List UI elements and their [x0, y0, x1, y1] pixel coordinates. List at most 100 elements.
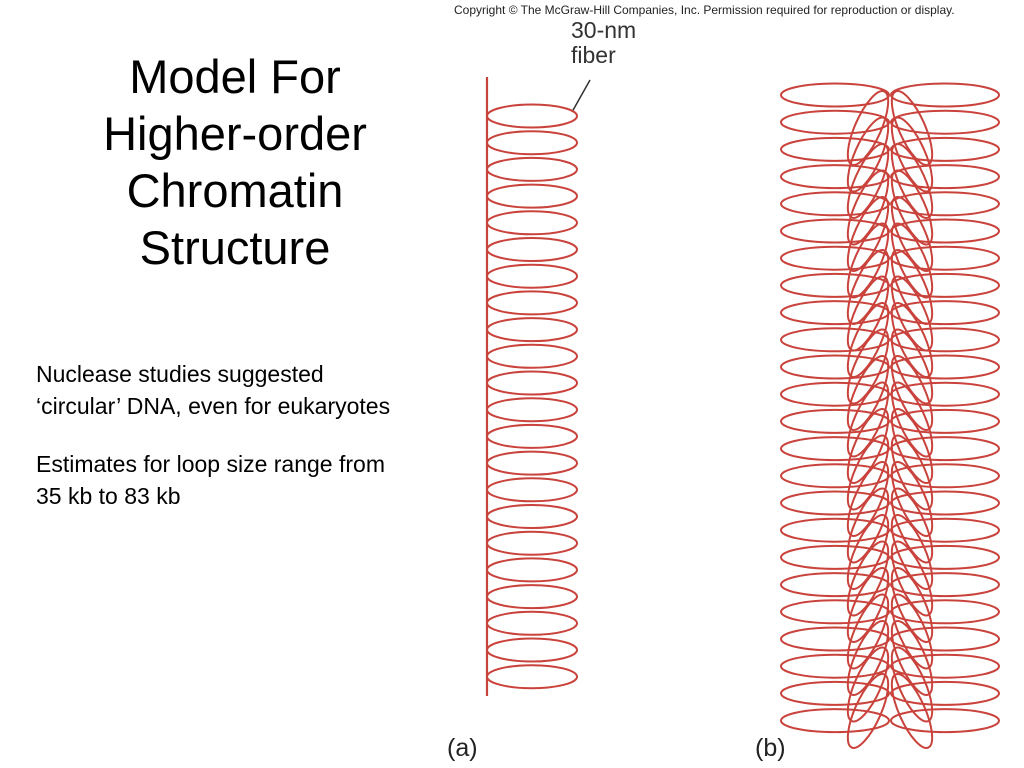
chromatin-loop: [486, 210, 578, 236]
rosette-leaf-right: [890, 90, 934, 166]
rosette-loop-right: [890, 218, 1000, 244]
chromatin-loop: [486, 317, 578, 343]
rosette-leaf-right: [890, 540, 934, 617]
rosette-leaf-right: [890, 514, 934, 590]
rosette-leaf-right: [890, 593, 934, 670]
rosette-leaf-right: [890, 434, 934, 511]
rosette-leaf-left: [846, 328, 890, 405]
rosette-leaf-right: [890, 328, 934, 405]
chromatin-loop: [486, 156, 578, 182]
rosette-leaf-left: [846, 487, 890, 564]
rosette-leaf-left: [846, 169, 890, 246]
rosette-leaf-left: [846, 143, 890, 219]
panel-b-label: (b): [755, 734, 786, 762]
rosette-leaf-right: [890, 408, 934, 484]
chromatin-loop: [486, 477, 578, 503]
fiber-label-line: 30-nm: [571, 17, 637, 43]
body-text: Nuclease studies suggested ‘circular’ DN…: [36, 358, 486, 538]
rosette-loop-left: [780, 626, 890, 652]
rosette-loop-right: [890, 653, 1000, 679]
rosette-leaf-left: [846, 434, 890, 511]
bullet-line: ‘circular’ DNA, even for eukaryotes: [36, 393, 391, 419]
bullet-line: 35 kb to 83 kb: [36, 483, 181, 509]
chromatin-loop: [486, 584, 578, 610]
chromatin-loop: [486, 450, 578, 476]
rosette-leaf-right: [890, 143, 934, 219]
rosette-leaf-left: [846, 249, 890, 325]
rosette-leaf-left: [846, 196, 890, 272]
rosette-leaf-right: [890, 169, 934, 246]
title-line: Model For: [129, 50, 341, 103]
chromatin-loop: [486, 637, 578, 663]
title-line: Chromatin: [126, 164, 344, 217]
rosette-leaf-right: [890, 116, 934, 193]
rosette-leaf-left: [846, 355, 890, 431]
rosette-loop-left: [780, 599, 890, 625]
chromatin-loop: [486, 103, 578, 129]
chromatin-loop: [486, 130, 578, 156]
rosette-leaf-left: [846, 567, 890, 643]
rosette-loop-right: [890, 517, 1000, 543]
rosette-leaf-left: [846, 620, 890, 696]
rosette-leaf-left: [846, 540, 890, 617]
rosette-leaf-right: [890, 196, 934, 272]
rosette-leaf-right: [890, 381, 934, 458]
rosette-leaf-left: [846, 514, 890, 590]
rosette-loop-left: [780, 272, 890, 298]
rosette-loop-left: [780, 191, 890, 217]
rosette-loop-left: [780, 109, 890, 135]
rosette-loop-left: [780, 82, 890, 108]
rosette-leaf-right: [890, 487, 934, 564]
rosette-leaf-left: [846, 461, 890, 537]
rosette-leaf-right: [890, 355, 934, 431]
rosette-loop-right: [890, 680, 1000, 706]
title-line: Higher-order: [103, 107, 367, 160]
rosette-loop-left: [780, 136, 890, 162]
chromatin-loop: [486, 290, 578, 316]
bullet-line: Estimates for loop size range from: [36, 451, 385, 477]
rosette-leaf-left: [846, 116, 890, 193]
rosette-loop-right: [890, 164, 1000, 190]
fiber-pointer-line: [571, 79, 591, 113]
rosette-loop-left: [780, 517, 890, 543]
rosette-leaf-right: [890, 275, 934, 352]
rosette-loop-right: [890, 272, 1000, 298]
chromatin-loop: [486, 504, 578, 529]
rosette-loop-right: [890, 544, 1000, 570]
panel-b-rosette-loops: [780, 82, 1000, 749]
rosette-loop-left: [780, 708, 890, 734]
bullet-loop-size: Estimates for loop size range from 35 kb…: [36, 448, 486, 512]
rosette-leaf-right: [890, 222, 934, 299]
rosette-leaf-right: [890, 673, 934, 749]
rosette-leaf-left: [846, 275, 890, 352]
slide-title: Model For Higher-order Chromatin Structu…: [40, 48, 430, 276]
chromatin-loop: [486, 370, 578, 396]
bullet-nuclease-studies: Nuclease studies suggested ‘circular’ DN…: [36, 358, 486, 422]
rosette-leaf-left: [846, 408, 890, 484]
panel-a-loops: [485, 77, 591, 696]
rosette-leaf-right: [890, 567, 934, 643]
rosette-loop-left: [780, 572, 890, 598]
chromatin-loop: [486, 237, 578, 262]
rosette-loop-right: [890, 136, 1000, 162]
rosette-loop-right: [890, 708, 1000, 734]
chromatin-loop: [486, 183, 578, 209]
rosette-loop-left: [780, 164, 890, 190]
rosette-leaf-left: [846, 646, 890, 723]
rosette-leaf-left: [846, 673, 890, 749]
title-line: Structure: [139, 221, 331, 274]
fiber-label-line: fiber: [571, 42, 616, 68]
rosette-leaf-right: [890, 249, 934, 325]
bullet-line: Nuclease studies suggested: [36, 361, 324, 387]
rosette-loop-left: [780, 680, 890, 706]
rosette-leaf-right: [890, 461, 934, 537]
rosette-loop-left: [780, 653, 890, 679]
chromatin-loop: [486, 530, 578, 556]
rosette-leaf-right: [890, 646, 934, 723]
chromatin-loop: [486, 263, 578, 289]
fiber-label: 30-nm fiber: [571, 18, 636, 68]
chromatin-loop: [486, 397, 578, 423]
rosette-loop-right: [890, 245, 1000, 271]
rosette-loop-right: [890, 109, 1000, 135]
rosette-leaf-left: [846, 302, 890, 378]
